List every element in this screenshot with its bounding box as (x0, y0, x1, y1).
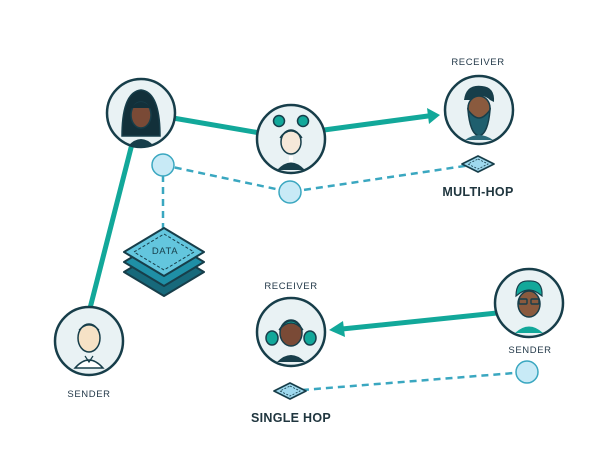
link-single-hop (339, 310, 500, 332)
relay-node (278, 180, 302, 204)
person-bald-man-avatar (53, 305, 125, 377)
person-girl-pigtails-avatar (255, 296, 327, 368)
link-sender-to-woman (84, 137, 136, 323)
person-glasses-man-avatar (493, 267, 565, 339)
link-woman-to-girl (170, 115, 263, 136)
label-single-hop: SINGLE HOP (250, 411, 332, 425)
relay-node (151, 153, 175, 177)
dashed-path-multi-hop (162, 162, 479, 194)
label-multi-hop: MULTI-HOP (442, 185, 514, 199)
link-girl-to-receiver (321, 113, 431, 133)
person-bearded-man-avatar (443, 74, 515, 146)
data-stack-icon (123, 227, 205, 297)
label-sender-right: SENDER (508, 345, 552, 356)
person-woman-avatar (105, 77, 177, 149)
label-receiver-multi-hop: RECEIVER (451, 57, 505, 68)
dashed-path-single-hop (289, 370, 528, 393)
packet-icon (273, 382, 307, 400)
packet-icon (461, 155, 495, 173)
label-receiver-single-hop: RECEIVER (264, 281, 318, 292)
label-data: DATA (151, 246, 179, 257)
arrowhead-single-hop (329, 321, 345, 337)
person-girl-avatar (255, 103, 327, 175)
label-sender-left: SENDER (67, 389, 111, 400)
arrowhead-multi-hop (427, 108, 440, 124)
relay-node (515, 360, 539, 384)
